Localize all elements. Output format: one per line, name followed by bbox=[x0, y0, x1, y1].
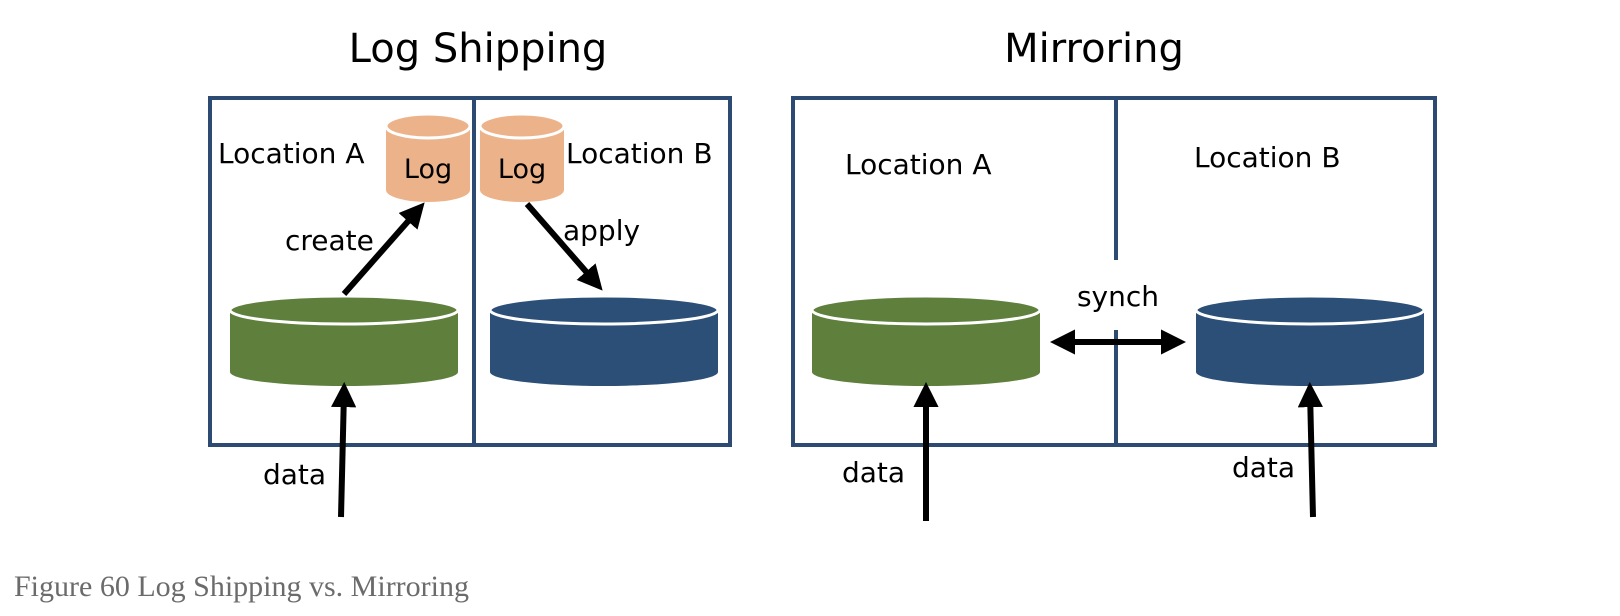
log-cylinder-b: Log bbox=[478, 112, 566, 202]
log-label-b: Log bbox=[498, 154, 546, 185]
mirroring-location-b-label: Location B bbox=[1194, 141, 1341, 174]
mirroring-data-label-a: data bbox=[842, 456, 905, 489]
log-label-a: Log bbox=[404, 154, 452, 185]
log-shipping-title: Log Shipping bbox=[349, 26, 608, 72]
create-arrow bbox=[341, 202, 425, 296]
log-shipping-data-label: data bbox=[263, 458, 326, 491]
create-label: create bbox=[285, 224, 374, 257]
synch-label: synch bbox=[1077, 280, 1159, 313]
mirroring-data-label-b: data bbox=[1232, 451, 1295, 484]
database-a-green bbox=[228, 294, 460, 386]
figure-caption: Figure 60 Log Shipping vs. Mirroring bbox=[14, 570, 469, 603]
mirroring-data-arrow-b bbox=[1297, 381, 1323, 518]
apply-label: apply bbox=[563, 214, 640, 247]
mirroring-database-a-green bbox=[810, 294, 1042, 386]
apply-arrow bbox=[524, 202, 603, 291]
log-cylinder-a: Log bbox=[384, 112, 472, 202]
log-shipping-location-a-label: Location A bbox=[218, 137, 364, 170]
log-shipping-data-arrow bbox=[331, 381, 357, 518]
mirroring-database-b-blue bbox=[1194, 294, 1426, 386]
database-b-blue bbox=[488, 294, 720, 386]
mirroring-title: Mirroring bbox=[1004, 26, 1184, 72]
log-shipping-location-b-label: Location B bbox=[566, 137, 713, 170]
mirroring-location-a-label: Location A bbox=[845, 148, 991, 181]
log-shipping-panel bbox=[208, 96, 732, 447]
